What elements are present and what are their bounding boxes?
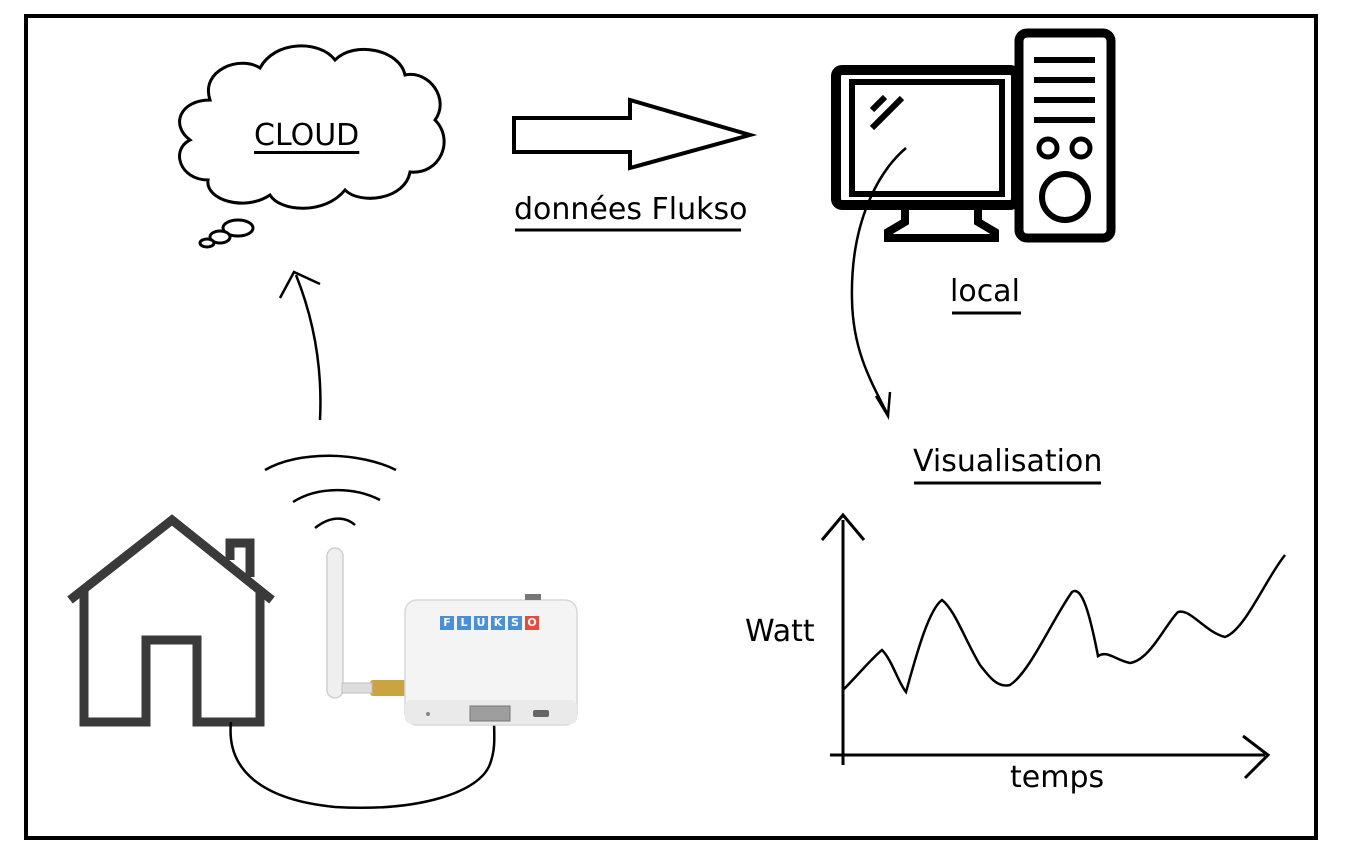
curve-arrow-to-visualisation xyxy=(850,147,907,420)
house-icon xyxy=(67,514,275,727)
cloud-label: CLOUD xyxy=(254,118,360,153)
cable xyxy=(229,717,496,809)
logo-letter: L xyxy=(457,616,471,630)
y-axis-label: Watt xyxy=(745,614,815,649)
logo-letter: U xyxy=(474,616,488,630)
logo-letter: S xyxy=(508,616,522,630)
data-flow-arrow xyxy=(512,97,758,171)
curve-arrow-to-cloud xyxy=(278,270,322,421)
flukso-device xyxy=(326,547,578,726)
wifi-icon xyxy=(264,454,397,529)
logo-letter: K xyxy=(491,616,505,630)
logo-letter: O xyxy=(525,616,539,630)
x-axis xyxy=(830,734,1271,780)
computer-icon xyxy=(831,28,1116,243)
series-line xyxy=(842,554,1286,695)
logo-letter: F xyxy=(440,616,454,630)
local-label: local xyxy=(950,274,1020,309)
chart xyxy=(820,512,1286,780)
y-axis xyxy=(820,512,866,765)
x-axis-label: temps xyxy=(1010,760,1105,795)
flow-label: données Flukso xyxy=(514,192,748,227)
diagram-frame xyxy=(24,14,1318,840)
visualisation-label: Visualisation xyxy=(913,444,1103,479)
cloud-icon xyxy=(178,44,446,249)
